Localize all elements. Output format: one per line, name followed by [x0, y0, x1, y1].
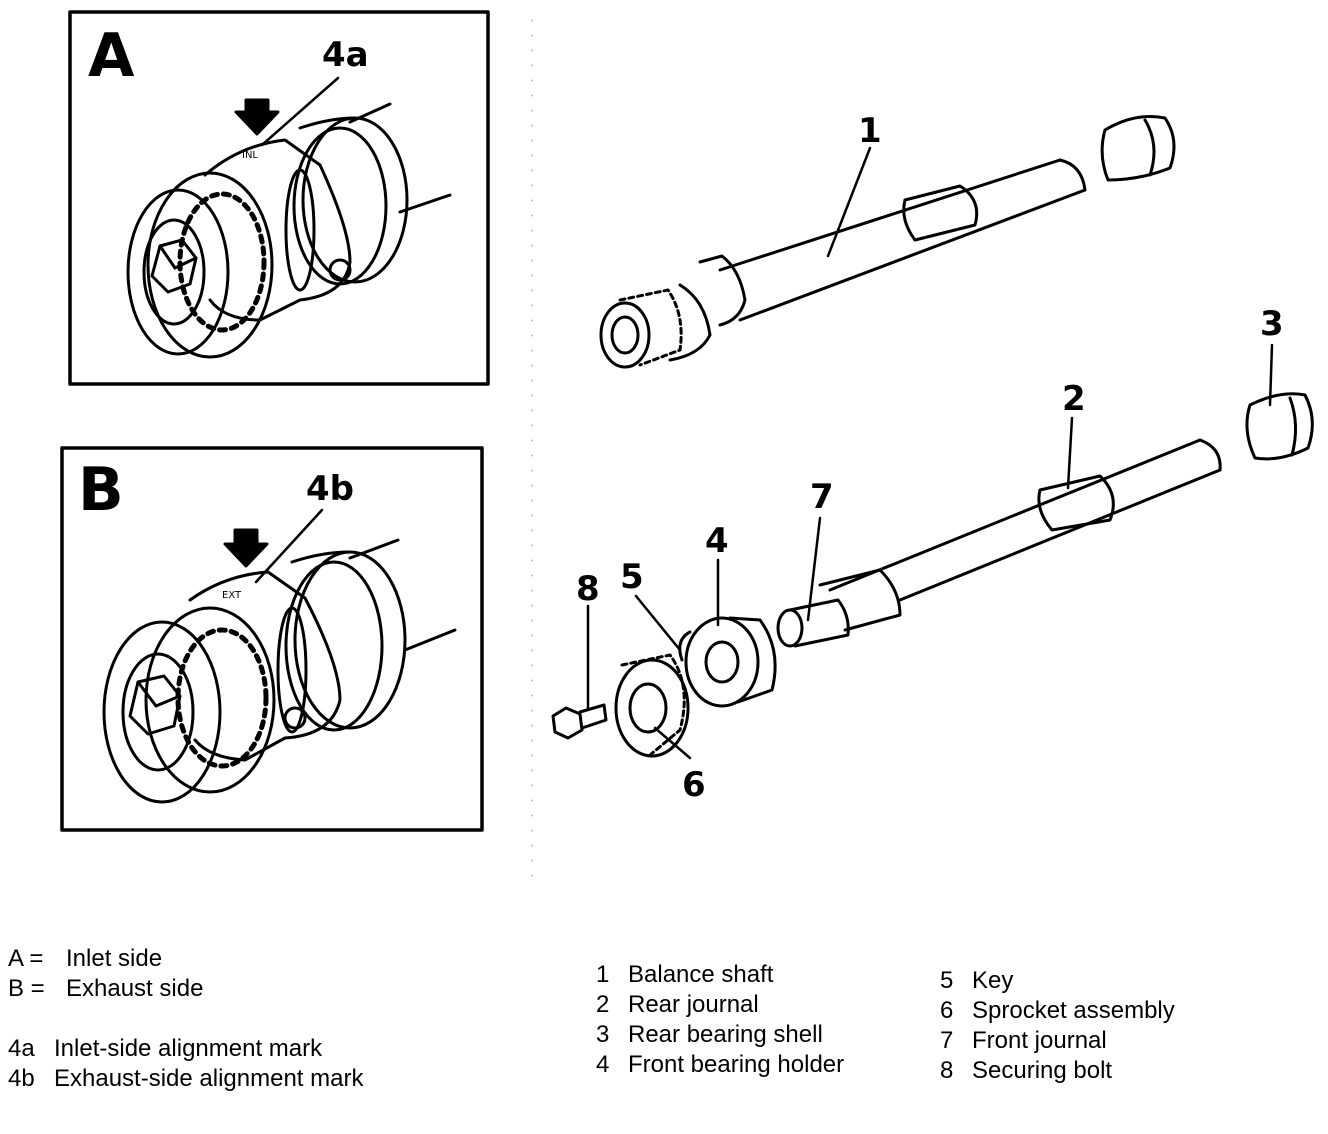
- legend-key: 6: [940, 997, 954, 1024]
- legend-key: 4: [596, 1051, 610, 1078]
- legend-row: 3 Rear bearing shell: [596, 1020, 844, 1050]
- legend-row: 2 Rear journal: [596, 990, 844, 1020]
- callout-4: 4: [705, 521, 729, 561]
- legend-text: Securing bolt: [972, 1057, 1113, 1084]
- callout-2: 2: [1062, 379, 1086, 419]
- legend-key: 4a: [8, 1035, 35, 1062]
- legend-row: 4 Front bearing holder: [596, 1050, 844, 1080]
- legend-text: Key: [972, 967, 1014, 994]
- inset-a: INL: [68, 10, 490, 386]
- legend-row: 6 Sprocket assembly: [940, 996, 1175, 1026]
- legend-key: A =: [8, 945, 44, 972]
- callout-3: 3: [1260, 304, 1284, 344]
- callout-8: 8: [576, 569, 600, 609]
- mark-4b-label: 4b: [306, 469, 354, 509]
- legend-inset-key: A = Inlet side B = Exhaust side 4a Inlet-si…: [8, 944, 363, 1094]
- legend-key: B =: [8, 975, 45, 1002]
- legend-row: 7 Front journal: [940, 1026, 1175, 1056]
- legend-text: Exhaust side: [66, 975, 204, 1002]
- exploded-diagram: INL EXT: [60, 10, 1314, 881]
- inset-b-label: B: [78, 455, 124, 525]
- legend-key: 2: [596, 991, 610, 1018]
- legend-key: 3: [596, 1021, 610, 1048]
- upper-shaft: [599, 115, 1176, 369]
- callout-5: 5: [620, 557, 644, 597]
- legend-parts-column-1: 1 Balance shaft 2 Rear journal 3 Rear beari…: [596, 960, 844, 1080]
- callout-7: 7: [810, 477, 834, 517]
- legend-text: Inlet side: [66, 945, 163, 972]
- callout-1: 1: [858, 111, 882, 151]
- sprocket-part: [614, 653, 690, 758]
- legend-key: 5: [940, 967, 954, 994]
- legend-row: 4a Inlet-side alignment mark: [8, 1034, 363, 1064]
- legend-text: Sprocket assembly: [972, 997, 1175, 1024]
- legend-key: 7: [940, 1027, 954, 1054]
- legend-key: 1: [596, 961, 610, 988]
- inset-b: EXT: [60, 446, 484, 832]
- legend-row: 8 Securing bolt: [940, 1056, 1175, 1086]
- legend-text: Inlet-side alignment mark: [54, 1035, 323, 1062]
- legend-text: Balance shaft: [628, 961, 774, 988]
- legend-row: 5 Key: [940, 966, 1175, 996]
- legend-text: Front journal: [972, 1027, 1107, 1054]
- svg-text:INL: INL: [242, 150, 258, 161]
- mark-4a-label: 4a: [322, 35, 369, 75]
- callout-6: 6: [682, 765, 706, 805]
- legend-row: A = Inlet side: [8, 944, 363, 974]
- legend-key: 8: [940, 1057, 954, 1084]
- securing-bolt-part: [551, 703, 608, 740]
- legend-row: 1 Balance shaft: [596, 960, 844, 990]
- legend-row: B = Exhaust side: [8, 974, 363, 1004]
- legend-text: Rear bearing shell: [628, 1021, 823, 1048]
- legend-row: 4b Exhaust-side alignment mark: [8, 1064, 363, 1094]
- front-bearing-holder: [678, 616, 777, 708]
- legend-text: Front bearing holder: [628, 1051, 845, 1078]
- legend-parts-column-2: 5 Key 6 Sprocket assembly 7 Front journal 8…: [940, 966, 1175, 1086]
- legend-key: 4b: [8, 1065, 35, 1092]
- lower-shaft: [776, 392, 1314, 648]
- legend-text: Exhaust-side alignment mark: [54, 1065, 364, 1092]
- svg-text:EXT: EXT: [222, 590, 242, 601]
- legend-text: Rear journal: [628, 991, 759, 1018]
- inset-a-label: A: [88, 21, 135, 91]
